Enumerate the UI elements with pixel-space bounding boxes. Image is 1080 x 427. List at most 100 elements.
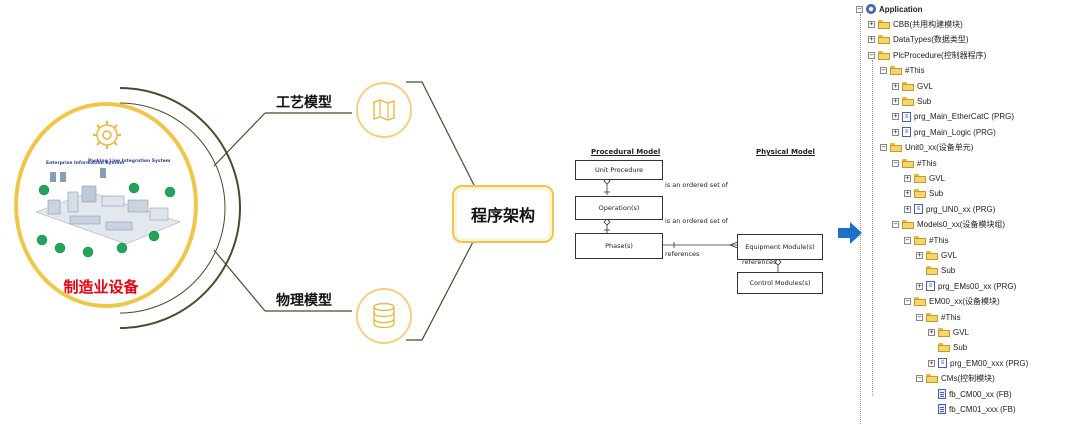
expand-toggle[interactable]: + [892,127,899,136]
physical-model-label: 物理模型 [276,293,332,309]
illustration-label: Enterprise Information System [46,160,124,166]
folder-icon [914,235,926,245]
tree-spacer [916,267,923,275]
collapse-toggle[interactable]: − [856,4,863,13]
process-model-label: 工艺模型 [276,95,332,111]
collapse-toggle[interactable]: − [880,66,887,75]
equipment-circle [14,102,198,308]
tree-node[interactable]: +≡prg_EMs00_xx (PRG) [916,279,1016,293]
expand-toggle[interactable]: + [892,81,899,90]
folder-icon [902,81,914,91]
folder-icon [878,35,890,45]
folder-icon [890,143,902,153]
tree-node-label: GVL [941,250,958,260]
tree-node[interactable]: +DataTypes(数据类型) [868,33,969,47]
illustration-label: Packing Line Integration System [88,158,171,164]
tree-node-label: Sub [929,189,944,199]
references-note-right: references [742,258,777,266]
expand-toggle[interactable]: + [928,327,935,336]
project-tree: −Application + CBB(共用构建模块) +DataTypes(数据类型)… [846,0,1080,427]
expand-toggle[interactable]: + [904,204,911,213]
phases-box: Phase(s) [575,233,663,259]
tree-node[interactable]: + GVL [892,79,933,93]
collapse-toggle[interactable]: − [880,143,887,152]
tree-node[interactable]: − #This [892,156,937,170]
factory-illustration: Enterprise Information System Packing Li… [35,158,181,258]
app-icon [866,4,876,14]
tree-node-label: CBB(共用构建模块) [893,19,963,29]
expand-toggle[interactable]: + [916,281,923,290]
tree-node[interactable]: −#This [880,64,925,78]
tree-node-label: Unit0_xx(设备单元) [905,143,974,153]
collapse-toggle[interactable]: − [916,374,923,383]
tree-spacer [928,390,935,398]
collapse-toggle[interactable]: − [892,158,899,167]
folder-icon [926,374,938,384]
tree-node[interactable]: − Unit0_xx(设备单元) [880,141,973,155]
tree-node-label: #This [941,312,961,322]
expand-toggle[interactable]: + [904,189,911,198]
folder-icon [878,50,890,60]
expand-toggle[interactable]: + [928,358,935,367]
tree-node[interactable]: + GVL [916,248,957,262]
tree-node-label: prg_EMs00_xx (PRG) [938,281,1017,291]
database-icon [373,302,395,329]
folder-icon [938,343,950,353]
expand-toggle[interactable]: + [892,96,899,105]
folder-icon [914,189,926,199]
folder-icon [914,173,926,183]
tree-node[interactable]: +GVL [904,171,945,185]
tree-guide [860,14,861,424]
tree-node[interactable]: −PlcProcedure(控制器程序) [868,48,986,62]
collapse-toggle[interactable]: − [904,297,911,306]
tree-node[interactable]: +≡prg_UN0_xx (PRG) [904,202,995,216]
expand-toggle[interactable]: + [916,250,923,259]
folder-icon [926,266,938,276]
tree-node[interactable]: fb_CM01_xxx (FB) [928,402,1016,416]
ordered-set-note-1: is an ordered set of [665,181,729,189]
expand-toggle[interactable]: + [868,35,875,44]
tree-node-label: #This [929,235,949,245]
tree-node-label: Sub [941,266,956,276]
tree-node-label: prg_Main_EtherCatC (PRG) [914,112,1015,122]
tree-node-label: prg_UN0_xx (PRG) [926,204,996,214]
tree-node[interactable]: fb_CM00_xx (FB) [928,387,1012,401]
tree-node[interactable]: −Application [856,2,923,16]
tree-node[interactable]: −EM00_xx(设备模块) [904,295,1000,309]
tree-node[interactable]: +≡prg_Main_EtherCatC (PRG) [892,110,1014,124]
equipment-module-box: Equipment Module(s) [737,234,823,260]
collapse-toggle[interactable]: − [916,312,923,321]
expand-toggle[interactable]: + [892,112,899,121]
tree-node[interactable]: +≡prg_Main_Logic (PRG) [892,125,996,139]
collapse-toggle[interactable]: − [868,50,875,59]
tree-node-label: fb_CM01_xxx (FB) [949,404,1016,414]
tree-node[interactable]: − #This [916,310,961,324]
fb-icon [938,389,946,399]
expand-toggle[interactable]: + [868,19,875,28]
tree-node[interactable]: Sub [928,341,967,355]
ordered-set-note-2: is an ordered set of [665,217,729,225]
tree-node[interactable]: + GVL [928,325,969,339]
tree-node-label: #This [917,158,937,168]
control-modules-box: Control Modules(s) [737,272,823,294]
tree-node[interactable]: − Models0_xx(设备模块组) [892,218,1005,232]
tree-node[interactable]: + CBB(共用构建模块) [868,17,963,31]
tree-node-label: GVL [917,81,934,91]
collapse-toggle[interactable]: − [892,220,899,229]
prg-icon: ≡ [926,281,935,292]
folder-icon [902,220,914,230]
tree-node[interactable]: Sub [916,264,955,278]
collapse-toggle[interactable]: − [904,235,911,244]
database-icon-circle [356,288,412,344]
tree-node[interactable]: − #This [904,233,949,247]
tree-node-label: Models0_xx(设备模块组) [917,220,1006,230]
expand-toggle[interactable]: + [904,173,911,182]
tree-node[interactable]: + Sub [904,187,943,201]
prg-icon: ≡ [914,204,923,215]
tree-node[interactable]: +Sub [892,94,931,108]
tree-node-label: GVL [953,327,970,337]
tree-node[interactable]: +≡prg_EM00_xxx (PRG) [928,356,1028,370]
folder-icon [938,327,950,337]
operations-box: Operation(s) [575,196,663,220]
tree-node[interactable]: −CMs(控制模块) [916,372,995,386]
